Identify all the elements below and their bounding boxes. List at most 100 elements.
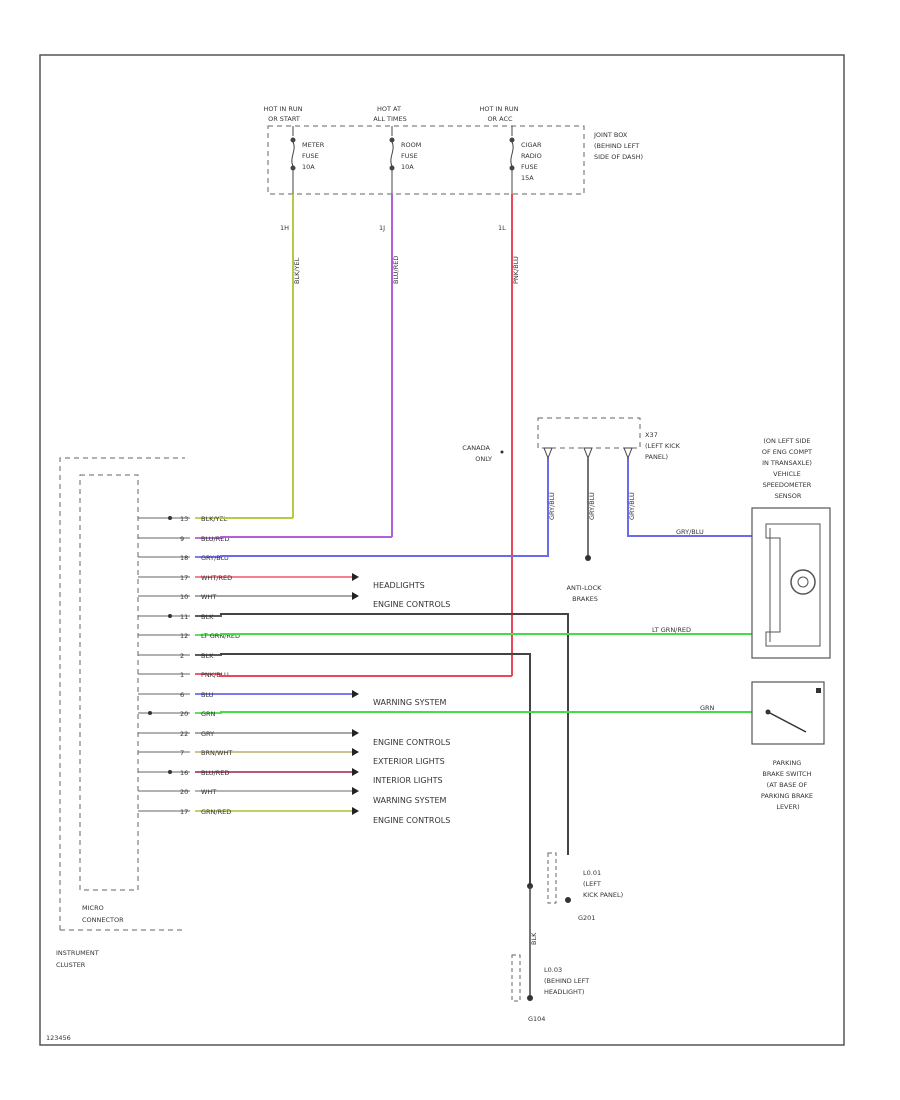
cluster-row-arrow-icon [352, 729, 359, 737]
cluster-row-wire-label: PNK/BLU [201, 671, 229, 679]
ground-points: L0.01 (LEFT KICK PANEL) G201 BLK L0.03 (… [511, 852, 623, 1023]
ground-g201-icon [565, 897, 571, 903]
diagram-footer-code: 123456 [46, 1034, 71, 1042]
ground-g104-icon [527, 995, 533, 1001]
cluster-row-pin-label: 7 [180, 749, 184, 757]
abs-ground-node-icon [585, 555, 591, 561]
cluster-row-pin-label: 16 [180, 769, 188, 777]
dest-warning-system-2: WARNING SYSTEM [373, 796, 447, 805]
canada-only-label: CANADA ONLY [462, 444, 492, 463]
sensor-wire-label-bottom: LT GRN/RED [652, 626, 691, 634]
cluster-row: 2 BLK [138, 652, 222, 660]
sensor-rotor-icon [790, 569, 816, 595]
ground-g104-label: L0.03 (BEHIND LEFT HEADLIGHT) [544, 966, 591, 996]
fuse3-hot-label: HOT IN RUN OR ACC [479, 105, 520, 123]
dest-headlights: HEADLIGHTS [373, 581, 425, 590]
cluster-row-wire-label: GRY [201, 730, 214, 738]
sensor-wire-label-top: GRY/BLU [676, 528, 704, 536]
cluster-row: 17 GRN/RED [138, 807, 359, 816]
routed-wires [220, 458, 752, 885]
cluster-row-pin-label: 9 [180, 535, 184, 543]
cluster-row-wire-label: GRN/RED [201, 808, 231, 816]
room-fuse-label: ROOM FUSE 10A [401, 141, 423, 171]
abs-wire-route [220, 458, 549, 557]
abs-wire-label-3: GRY/BLU [628, 492, 636, 520]
cluster-row-pin-label: 1 [180, 671, 184, 679]
parking-brake-switch-label: PARKING BRAKE SWITCH (AT BASE OF PARKING… [761, 759, 815, 811]
meter-fuse-icon [290, 126, 296, 194]
cluster-row: 16 BLU/RED [138, 768, 359, 777]
cluster-row-pin-label: 17 [180, 808, 188, 816]
cluster-row-arrow-icon [352, 573, 359, 581]
cluster-row-dot-icon [168, 770, 172, 774]
micro-connector-label: MICRO CONNECTOR [82, 904, 124, 924]
wire-label-pnk-blu: PNK/BLU [512, 256, 520, 284]
wire-label-blk-yel: BLK/YEL [293, 257, 301, 284]
cluster-row-dot-icon [148, 711, 152, 715]
dest-warning-system-1: WARNING SYSTEM [373, 698, 447, 707]
top-wires: 1H 1J 1L BLK/YEL BLU/RED PNK/BLU [280, 194, 520, 676]
cluster-row-dot-icon [168, 516, 172, 520]
cluster-row-arrow-icon [352, 748, 359, 756]
cluster-row-wire-label: BLK/YEL [201, 515, 228, 523]
cluster-row-wire-label: GRY/BLU [201, 554, 229, 562]
cluster-row-pin-label: 20 [180, 788, 188, 796]
cluster-row: 22 GRY [138, 729, 359, 738]
parking-brake-switch: PARKING BRAKE SWITCH (AT BASE OF PARKING… [700, 681, 825, 811]
sensor-gry-blu-route [627, 458, 752, 537]
cluster-row-arrow-icon [352, 768, 359, 776]
cluster-row-pin-label: 11 [180, 613, 188, 621]
x37-connector-label: X37 (LEFT KICK PANEL) [645, 431, 682, 461]
cluster-row-pin-label: 2 [180, 652, 184, 660]
cluster-row-wire-label: BLK [201, 652, 214, 660]
cluster-row-wire-label: BLU/RED [201, 769, 229, 777]
cluster-row-pin-label: 6 [180, 691, 184, 699]
speedometer-sensor-label: (ON LEFT SIDE OF ENG COMPT IN TRANSAXLE)… [762, 437, 814, 500]
cluster-row-arrow-icon [352, 787, 359, 795]
ground-g201-id: G201 [578, 914, 595, 922]
cluster-row-arrow-icon [352, 690, 359, 698]
wire-label-blu-red: BLU/RED [392, 256, 400, 284]
abs-connector: CANADA ONLY X37 (LEFT KICK PANEL) GRY/BL… [462, 417, 682, 603]
ground2-wire-route [220, 653, 531, 885]
cluster-row-pin-label: 12 [180, 632, 188, 640]
cluster-row: 1 PNK/BLU [138, 671, 229, 679]
abs-wire-label-1: GRY/BLU [548, 492, 556, 520]
fuse1-hot-label: HOT IN RUN OR START [263, 105, 304, 123]
ground-g201-label: L0.01 (LEFT KICK PANEL) [583, 869, 623, 899]
dest-interior-lights: INTERIOR LIGHTS [373, 776, 443, 785]
cluster-row-dot-icon [168, 614, 172, 618]
fuse2-hot-label: HOT AT ALL TIMES [373, 105, 406, 123]
cluster-row-arrow-icon [352, 592, 359, 600]
cluster-row-wire-label: GRN [201, 710, 216, 718]
cluster-row-wire-label: BLU/RED [201, 535, 229, 543]
dest-engine-controls-1: ENGINE CONTROLS [373, 600, 450, 609]
ground-g104-id: G104 [528, 1015, 545, 1023]
cigar-radio-fuse-icon [509, 126, 515, 194]
dest-engine-controls-3: ENGINE CONTROLS [373, 816, 450, 825]
cluster-row-wire-label: LT GRN/RED [201, 632, 240, 640]
pin-1l-label: 1L [498, 224, 506, 232]
diagram-frame [39, 54, 845, 1046]
cluster-row-arrow-icon [352, 807, 359, 815]
brake-wire-label: GRN [700, 704, 715, 712]
cluster-row-wire-label: WHT/RED [201, 574, 232, 582]
joint-box-label: JOINT BOX (BEHIND LEFT SIDE OF DASH) [593, 131, 643, 161]
destination-labels: HEADLIGHTS ENGINE CONTROLS WARNING SYSTE… [373, 581, 450, 825]
cluster-row-pin-label: 22 [180, 730, 188, 738]
meter-fuse-label: METER FUSE 10A [302, 141, 326, 171]
fuse-junction-box: HOT IN RUN OR START HOT AT ALL TIMES HOT… [263, 105, 643, 195]
instrument-cluster-label: INSTRUMENT CLUSTER [56, 949, 101, 969]
instrument-cluster: MICRO CONNECTOR INSTRUMENT CLUSTER [56, 457, 185, 969]
